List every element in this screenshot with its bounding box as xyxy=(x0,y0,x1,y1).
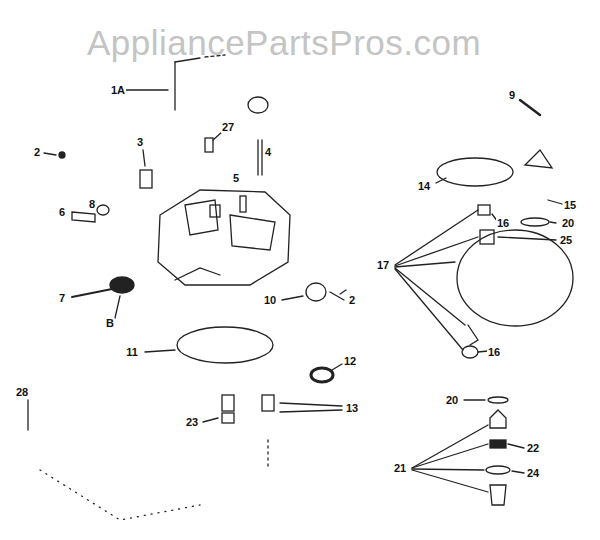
callout-number: 2 xyxy=(348,295,356,306)
callout-number: 6 xyxy=(58,207,66,218)
callout-number: 22 xyxy=(526,443,540,454)
callout-number: 8 xyxy=(88,199,96,210)
callout-number: 3 xyxy=(136,137,144,148)
callout-number: 17 xyxy=(376,260,390,271)
callout-number: B xyxy=(105,318,115,329)
callout-number: 1A xyxy=(110,85,126,96)
callout-number: 21 xyxy=(393,463,407,474)
callout-number: 24 xyxy=(526,468,540,479)
callout-number: 4 xyxy=(264,147,272,158)
callout-number: 15 xyxy=(563,200,577,211)
callout-number: 16 xyxy=(487,347,501,358)
callout-number: 7 xyxy=(58,293,66,304)
callout-number: 16 xyxy=(496,218,510,229)
callout-number: 14 xyxy=(417,181,431,192)
callout-number: 13 xyxy=(345,403,359,414)
callout-number: 9 xyxy=(508,90,516,101)
callout-number: 10 xyxy=(263,295,277,306)
watermark: AppliancePartsPros.com xyxy=(87,25,481,60)
callout-number: 20 xyxy=(445,395,459,406)
callout-number: 20 xyxy=(561,218,575,229)
callout-number: 27 xyxy=(221,122,235,133)
callout-number: 12 xyxy=(343,356,357,367)
callout-number: 11 xyxy=(125,347,139,358)
callout-number: 5 xyxy=(232,173,240,184)
callout-number: 2 xyxy=(33,147,41,158)
callout-number: 25 xyxy=(559,235,573,246)
callout-number: 28 xyxy=(15,387,29,398)
callout-number: 23 xyxy=(185,417,199,428)
